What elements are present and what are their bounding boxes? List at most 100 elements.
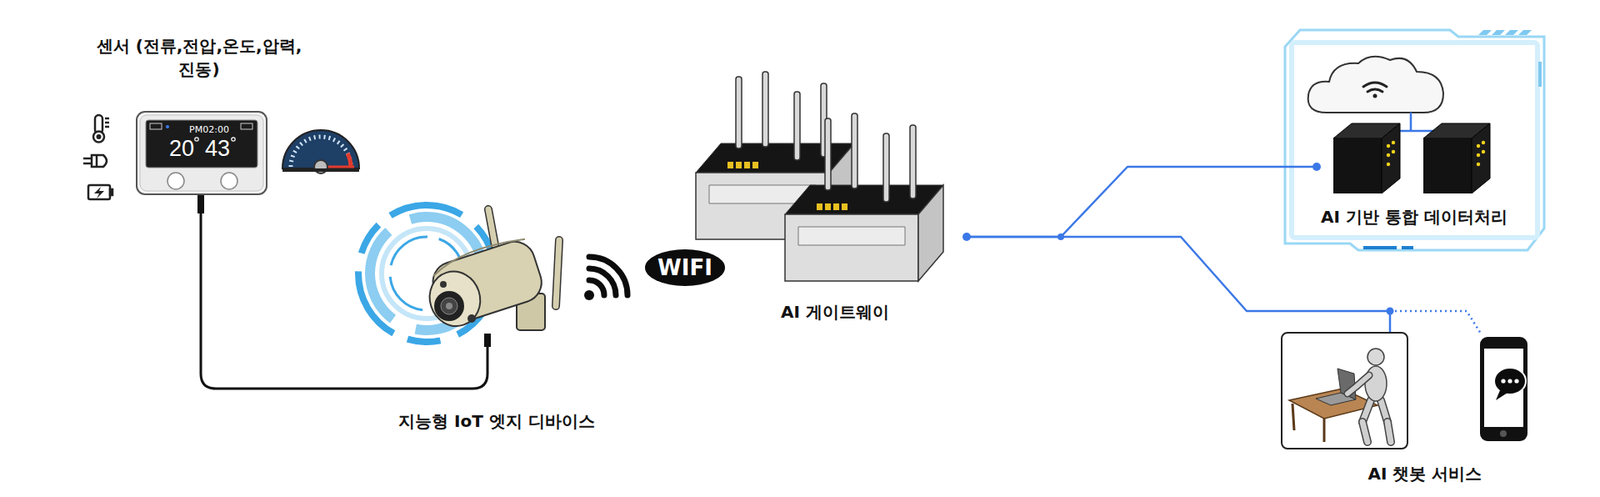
drawing-part xyxy=(1347,375,1370,394)
drawing-part xyxy=(1500,430,1507,437)
drawing-part xyxy=(1363,82,1387,92)
drawing-part xyxy=(1285,30,1545,250)
label-wrap: PM02:00 xyxy=(189,124,230,135)
node-label: 센서 (전류,전압,온도,압력,진동) xyxy=(90,34,309,81)
drawing-part xyxy=(105,117,110,120)
drawing-part xyxy=(83,162,92,165)
drawing-part xyxy=(1308,56,1444,113)
drawing-part xyxy=(195,137,199,141)
connector-line xyxy=(966,166,1284,237)
gauge-icon xyxy=(282,130,360,174)
drawing-part xyxy=(1500,378,1505,383)
drawing-part xyxy=(1291,42,1538,238)
drawing-part xyxy=(1494,367,1526,395)
drawing-part xyxy=(589,268,616,295)
drawing-part xyxy=(1481,140,1485,145)
drawing-part xyxy=(1292,403,1295,430)
drawing-part xyxy=(94,186,105,199)
drawing-part xyxy=(1476,162,1480,166)
drawing-part xyxy=(140,115,264,191)
drawing-part xyxy=(1386,153,1390,157)
drawing-part xyxy=(440,297,458,315)
node-label: 지능형 IoT 엣지 디바이스 xyxy=(398,410,595,433)
drawing-part xyxy=(1391,140,1395,145)
drawing-part xyxy=(1283,165,1317,169)
robot-chatbot-drawing xyxy=(1282,333,1407,448)
drawing-part xyxy=(785,113,944,281)
cloud-panel: AI 기반 통합 데이터처리 xyxy=(1283,28,1546,252)
drawing-part xyxy=(231,137,235,141)
drawing-part xyxy=(589,256,628,295)
screen-readout: 43 xyxy=(205,135,230,162)
drawing-part xyxy=(1333,138,1382,194)
drawing-part xyxy=(1481,150,1485,154)
drawing-part xyxy=(1381,123,1400,194)
drawing-part xyxy=(794,91,800,160)
drawing-part xyxy=(816,203,823,210)
screen-readout: PM02:00 xyxy=(189,124,230,135)
drawing-part xyxy=(1365,365,1387,401)
drawing-part xyxy=(1387,421,1391,442)
drawing-part xyxy=(1347,375,1370,394)
drawing-part xyxy=(165,125,170,129)
drawing-part xyxy=(282,168,360,172)
edge-camera: 지능형 IoT 엣지 디바이스 xyxy=(350,200,571,359)
drawing-part xyxy=(445,302,453,310)
gateway-router-drawing xyxy=(694,71,967,281)
drawing-part xyxy=(555,240,560,306)
text-wrap: AI 게이트웨이 xyxy=(780,300,890,324)
drawing-part xyxy=(1363,82,1387,87)
drawing-part xyxy=(1386,144,1390,148)
drawing-part xyxy=(105,121,110,125)
drawing-part xyxy=(1480,336,1528,441)
drawing-part xyxy=(798,226,905,245)
drawing-part xyxy=(1471,123,1490,194)
drawing-part xyxy=(95,155,99,167)
node-label: AI 챗봇 서비스 xyxy=(1368,462,1483,485)
drawing-part xyxy=(422,265,487,333)
drawing-part xyxy=(910,125,916,199)
drawing-part xyxy=(88,185,110,200)
drawing-part xyxy=(1391,150,1395,154)
drawing-part xyxy=(1495,390,1508,400)
connector-line xyxy=(200,195,488,389)
sensor-device: 센서 (전류,전압,온도,압력,진동) xyxy=(135,110,268,195)
drawing-part xyxy=(1476,144,1480,148)
wifi-badge: WIFI xyxy=(645,249,725,286)
connector-line xyxy=(966,236,1390,332)
drawing-part xyxy=(145,120,258,168)
drawing-part xyxy=(833,203,840,210)
drawing-part xyxy=(762,71,769,147)
drawing-part xyxy=(488,209,495,245)
drawing-part xyxy=(825,118,831,190)
drawing-part xyxy=(83,157,92,160)
drawing-part xyxy=(1363,245,1397,250)
drawing-part xyxy=(825,203,831,210)
drawing-part xyxy=(1386,162,1390,166)
chatbot-box: AI 챗봇 서비스 xyxy=(1280,331,1409,450)
drawing-part xyxy=(1538,61,1542,87)
drawing-part xyxy=(727,161,734,169)
drawing-part xyxy=(1514,378,1519,383)
text-wrap: 센서 (전류,전압,온도,압력,진동) xyxy=(90,34,309,81)
iot-camera-drawing xyxy=(350,200,571,359)
drawing-part xyxy=(1476,153,1480,157)
drawing-part xyxy=(93,131,105,143)
drawing-part xyxy=(240,123,253,130)
drawing-part xyxy=(220,172,238,190)
node-label: WIFI xyxy=(657,255,713,280)
wifi-signal-icon xyxy=(584,256,628,300)
drawing-part xyxy=(883,133,890,202)
label-wrap: 43 xyxy=(205,135,230,162)
battery-icon xyxy=(88,185,113,200)
drawing-part xyxy=(841,203,848,210)
plug-icon xyxy=(83,155,107,167)
drawing-part xyxy=(1367,348,1385,365)
drawing-part xyxy=(744,161,750,169)
drawing-part xyxy=(167,172,185,190)
drawing-part xyxy=(434,290,465,321)
drawing-part xyxy=(1312,162,1321,171)
drawing-part xyxy=(96,134,102,140)
drawing-part xyxy=(1423,138,1472,194)
drawing-part xyxy=(1367,89,1383,92)
